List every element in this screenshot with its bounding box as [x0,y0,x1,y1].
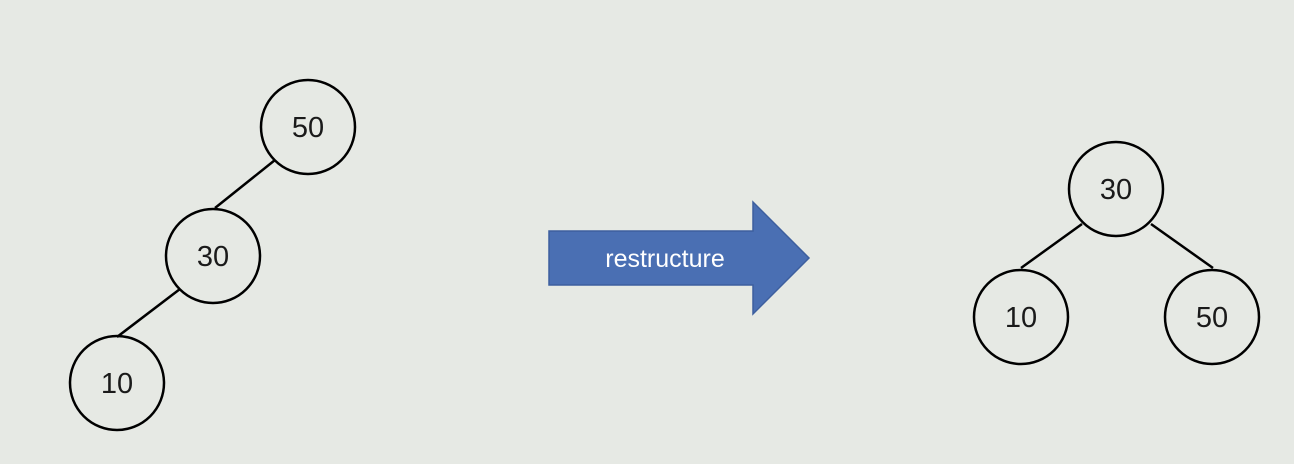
left-tree-node-leaf: 10 [68,334,166,432]
node-circle [1067,140,1165,238]
node-circle [68,334,166,432]
node-label: 30 [1100,174,1132,206]
left-tree-node-root: 50 [259,78,357,176]
right-tree-edge-30-50 [1150,222,1214,270]
node-label: 10 [101,368,133,400]
arrow-label: restructure [605,245,724,273]
right-tree-node-right: 50 [1163,268,1261,366]
node-circle [1163,268,1261,366]
node-circle [164,207,262,305]
right-tree-edge-30-10 [1020,222,1083,270]
restructure-arrow: restructure [548,200,811,316]
right-tree-node-left: 10 [972,268,1070,366]
node-label: 30 [197,241,229,273]
right-tree-node-root: 30 [1067,140,1165,238]
node-circle [259,78,357,176]
right-tree: 30 10 50 [972,140,1261,366]
right-arrow-shape [548,200,811,316]
left-tree: 50 30 10 [68,78,357,432]
node-circle [972,268,1070,366]
left-tree-edge-50-30 [214,159,276,209]
left-tree-edge-30-10 [116,288,181,338]
node-label: 50 [1196,302,1228,334]
node-label: 50 [292,112,324,144]
left-tree-node-mid: 30 [164,207,262,305]
node-label: 10 [1005,302,1037,334]
